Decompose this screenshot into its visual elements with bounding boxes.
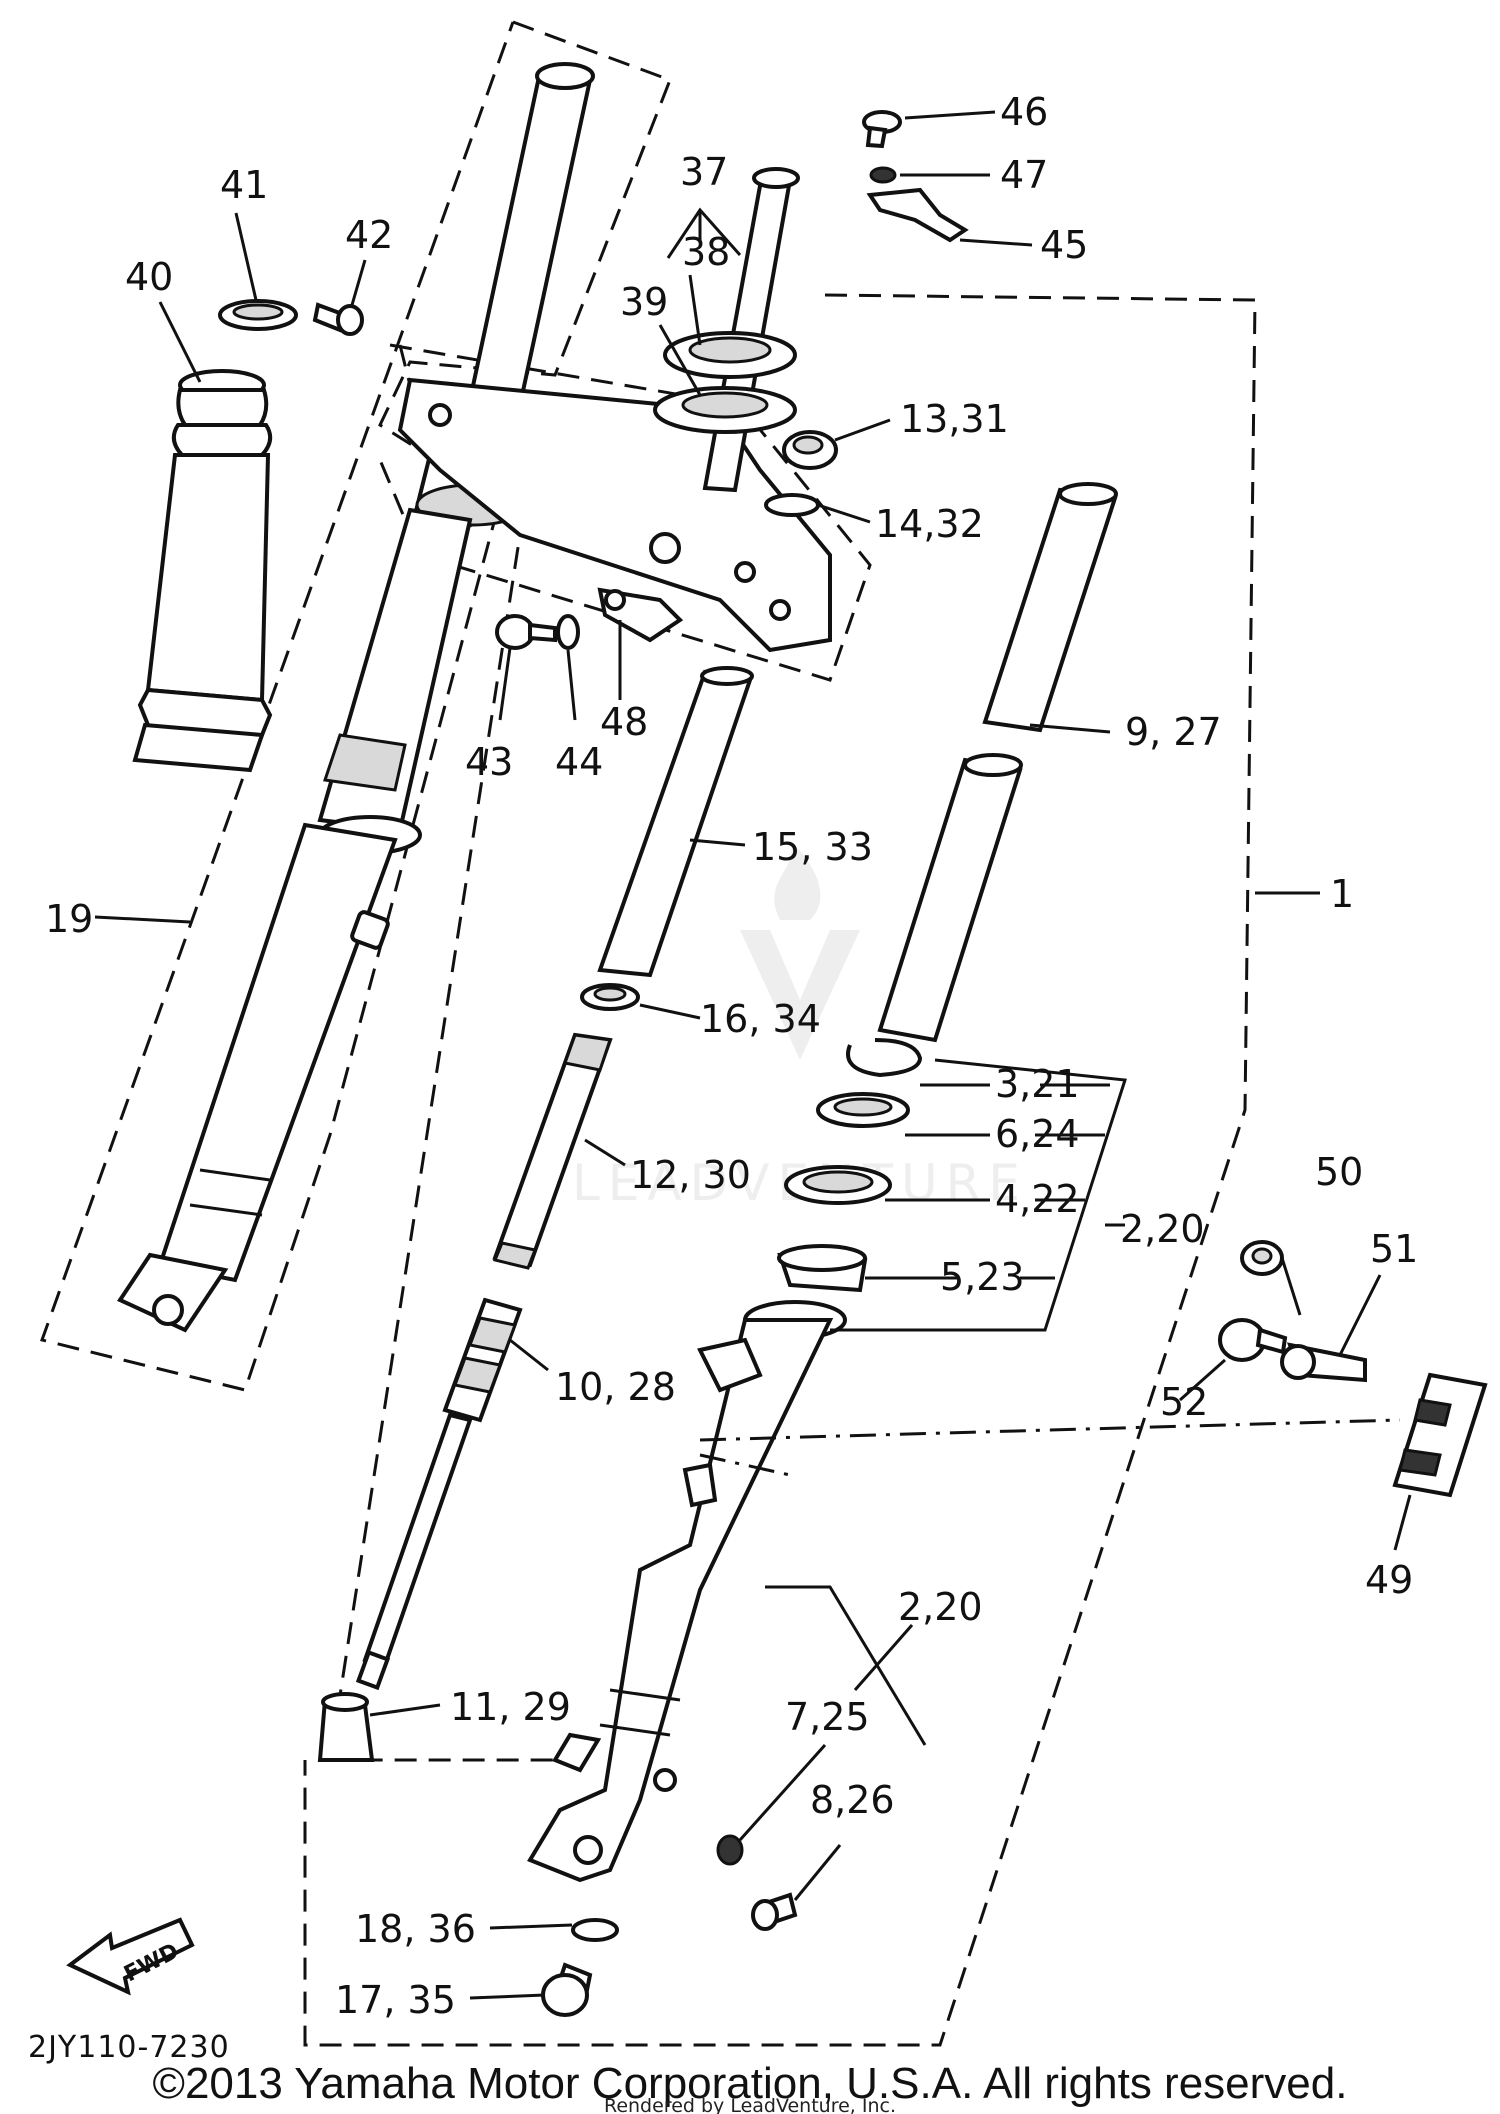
callout-37: 37 — [680, 150, 728, 194]
callout-13-31: 13,31 — [900, 397, 1009, 441]
reflector-mount-line — [699, 1418, 1401, 1477]
callout-46: 46 — [1000, 90, 1048, 134]
fork-boot — [132, 369, 273, 773]
callout-10-28: 10, 28 — [555, 1365, 676, 1409]
callout-5-23: 5,23 — [940, 1255, 1025, 1299]
callout-17-35: 17, 35 — [335, 1978, 456, 2022]
cable-clamp-hardware — [764, 110, 969, 517]
base-bolt — [541, 1834, 798, 2017]
callout-11-29: 11, 29 — [450, 1685, 571, 1729]
steering-bracket — [218, 167, 832, 653]
callout-6-24: 6,24 — [995, 1112, 1080, 1156]
callout-7-25: 7,25 — [785, 1695, 870, 1739]
reflector-assembly — [1218, 1240, 1488, 1498]
rendered-by-note: Rendered by LeadVenture, Inc. — [604, 2095, 896, 2114]
callout-47: 47 — [1000, 153, 1048, 197]
diagram-code: 2JY110-7230 — [28, 2030, 230, 2065]
callout-12-30: 12, 30 — [630, 1153, 751, 1197]
callout-49: 49 — [1365, 1558, 1413, 1602]
callout-38: 38 — [682, 230, 730, 274]
callout-44: 44 — [555, 740, 603, 784]
callout-39: 39 — [620, 280, 668, 324]
callout-48: 48 — [600, 700, 648, 744]
callout-45: 45 — [1040, 223, 1088, 267]
callout-19: 19 — [45, 897, 93, 941]
callout-1: 1 — [1330, 872, 1354, 916]
callout-42: 42 — [345, 213, 393, 257]
right-fork-exploded — [527, 482, 1118, 1883]
callout-14-32: 14,32 — [875, 502, 984, 546]
callouts: 1 2,20 3,21 6,24 4,22 5,23 2,20 7,25 8,2… — [45, 90, 1418, 2022]
left-fork-group-boundary — [40, 20, 672, 1392]
leader-lines — [94, 110, 1412, 2000]
callout-50: 50 — [1315, 1150, 1363, 1194]
callout-51: 51 — [1370, 1227, 1418, 1271]
callout-16-34: 16, 34 — [700, 997, 821, 1041]
callout-9-27: 9, 27 — [1125, 710, 1222, 754]
callout-3-21: 3,21 — [995, 1062, 1080, 1106]
forward-direction-arrow: FWD — [66, 1917, 195, 1996]
callout-18-36: 18, 36 — [355, 1907, 476, 1951]
callout-41: 41 — [220, 163, 268, 207]
callout-4-22: 4,22 — [995, 1177, 1080, 1221]
damper-parts — [317, 666, 754, 1762]
callout-43: 43 — [465, 740, 513, 784]
callout-15-33: 15, 33 — [752, 825, 873, 869]
callout-2-20-upper: 2,20 — [1120, 1207, 1205, 1251]
copyright-notice: ©2013 Yamaha Motor Corporation, U.S.A. A… — [153, 2059, 1348, 2108]
right-fork-group-boundary — [303, 293, 1257, 2047]
callout-8-26: 8,26 — [810, 1778, 895, 1822]
callout-52: 52 — [1160, 1380, 1208, 1424]
callout-2-20-lower: 2,20 — [898, 1585, 983, 1629]
callout-40: 40 — [125, 255, 173, 299]
